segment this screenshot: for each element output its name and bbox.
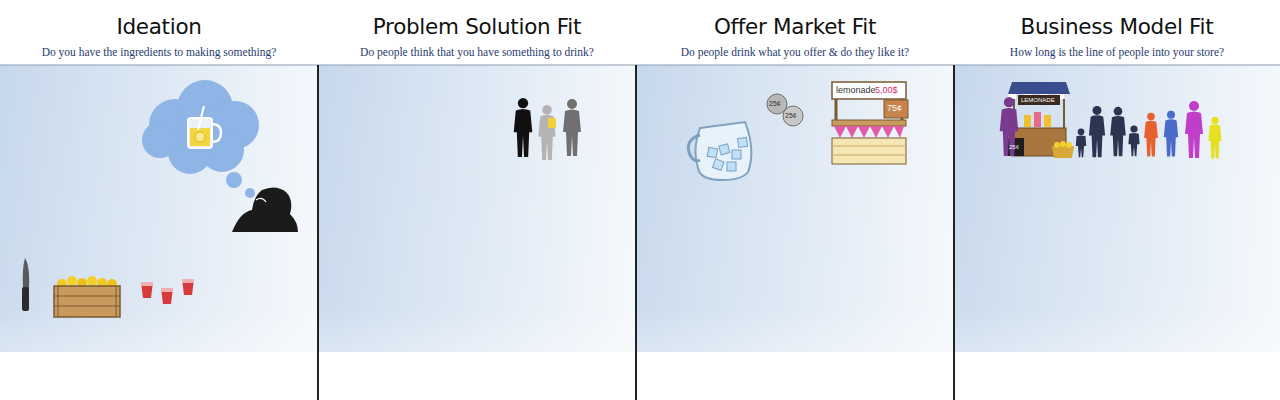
stage-panel: Offer Market Fit Do people drink what you… [636,0,954,400]
stage-title: Problem Solution Fit [318,12,636,42]
stage-panel: Ideation Do you have the ingredients to m… [0,0,318,400]
stage-question: Do people think that you have something … [318,44,636,60]
price-text: 5,00$ [875,86,898,95]
price-tag: 75¢ [887,104,902,113]
chalkboard-price: 25¢ [1009,144,1019,150]
stage-title: Business Model Fit [954,12,1280,42]
stage-panel: Business Model FitHow long is the line o… [954,0,1280,400]
stand-sign: LEMONADE [1021,97,1055,103]
stage-title: Offer Market Fit [636,12,954,42]
stage-question: Do people drink what you offer & do they… [636,44,954,60]
stage-title: Ideation [0,12,318,42]
sign-text: lemonade [836,86,876,95]
stage-panel: Problem Solution Fit Do people think that… [318,0,636,400]
coin-value: 25¢ [769,100,781,107]
stage-question: How long is the line of people into your… [954,44,1280,60]
stage-question: Do you have the ingredients to making so… [0,44,318,60]
coin-value: 25¢ [785,112,797,119]
